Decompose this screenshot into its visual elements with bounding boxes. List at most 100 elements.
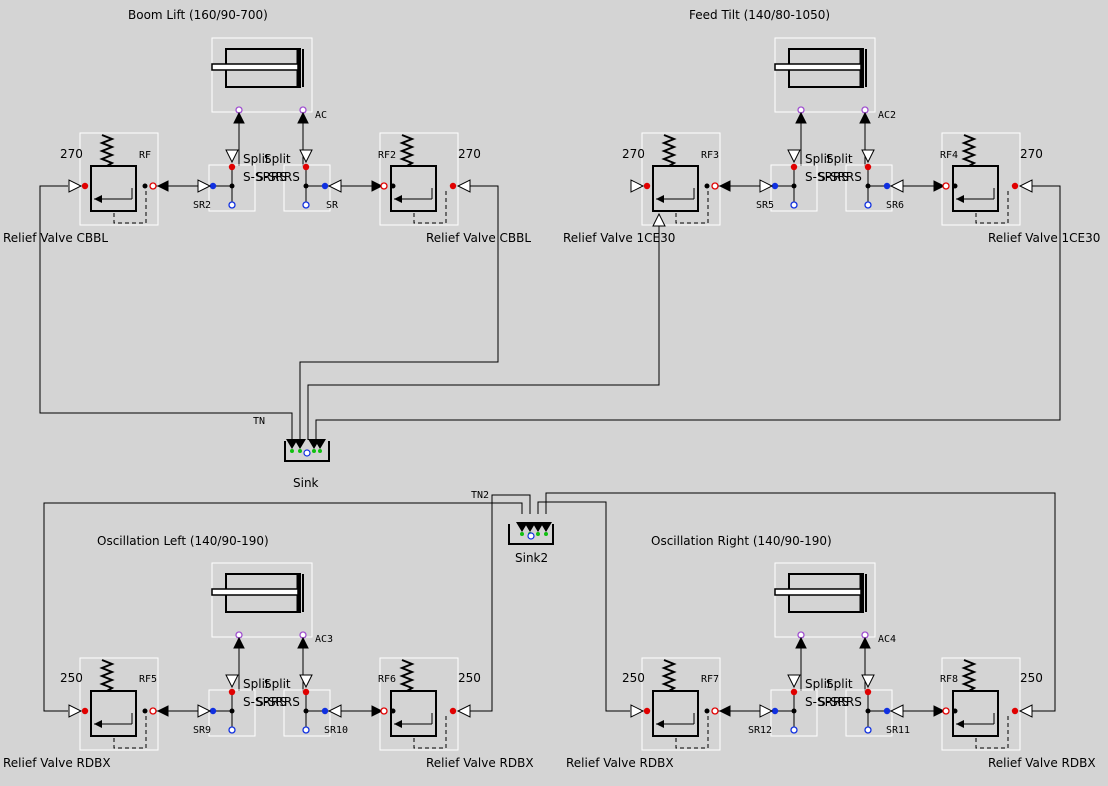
sink-port bbox=[298, 449, 302, 453]
flow-arrow-icon bbox=[718, 705, 731, 717]
flow-arrow-icon bbox=[371, 705, 384, 717]
spring-icon bbox=[399, 134, 415, 167]
relief-valve-8-caption: Relief Valve RDBX bbox=[988, 756, 1096, 770]
relief-valve-6-tag: RF6 bbox=[378, 674, 396, 685]
valve-port bbox=[149, 707, 157, 715]
relief-valve-6-setting: 250 bbox=[458, 671, 481, 685]
split-1-sublabel: S-SRRS bbox=[243, 170, 287, 184]
relief-valve-7-frame bbox=[641, 657, 721, 751]
valve-port bbox=[942, 707, 950, 715]
split-5-tag: SR9 bbox=[193, 725, 211, 736]
split-port-red bbox=[228, 163, 236, 171]
relief-valve-3-tag: RF3 bbox=[701, 150, 719, 161]
relief-valve-6-body bbox=[390, 690, 437, 737]
valve-arrow-icon bbox=[394, 195, 402, 203]
spring-icon bbox=[399, 659, 415, 692]
check-arrow-icon bbox=[630, 704, 645, 718]
split-port-blue bbox=[321, 182, 329, 190]
relief-valve-5-body bbox=[90, 690, 137, 737]
junction-dot bbox=[704, 708, 710, 714]
relief-valve-5-frame bbox=[79, 657, 159, 751]
cylinder-2-title: Feed Tilt (140/80-1050) bbox=[689, 8, 830, 22]
junction-dot bbox=[229, 183, 235, 189]
flow-arrow-icon bbox=[233, 111, 245, 124]
split-port-blue bbox=[302, 726, 310, 734]
relief-valve-1-body bbox=[90, 165, 137, 212]
check-arrow-icon bbox=[197, 704, 212, 718]
relief-valve-7-caption: Relief Valve RDBX bbox=[566, 756, 674, 770]
cylinder-1-tag: AC bbox=[315, 110, 327, 121]
relief-valve-4-body bbox=[952, 165, 999, 212]
split-3-tag: SR5 bbox=[756, 200, 774, 211]
relief-valve-5-setting: 250 bbox=[60, 671, 83, 685]
valve-port-red bbox=[81, 182, 89, 190]
relief-valve-1-tag: RF bbox=[139, 150, 151, 161]
spring-icon bbox=[961, 134, 977, 167]
component-blocks bbox=[68, 37, 1033, 751]
relief-valve-8-body bbox=[952, 690, 999, 737]
relief-valve-2-tag: RF2 bbox=[378, 150, 396, 161]
pilot-line bbox=[975, 713, 1009, 749]
valve-port-red bbox=[643, 707, 651, 715]
cylinder-3-rod bbox=[211, 588, 299, 596]
relief-valve-1-caption: Relief Valve CBBL bbox=[3, 231, 108, 245]
flow-arrow-icon bbox=[233, 636, 245, 649]
sink-inlet-arrow-icon bbox=[294, 439, 306, 449]
valve-arrow-icon bbox=[656, 720, 664, 728]
relief-valve-1-frame bbox=[79, 132, 159, 226]
valve-port-red bbox=[1011, 707, 1019, 715]
cylinder-3-frame bbox=[211, 562, 313, 638]
flow-arrow-icon bbox=[859, 111, 871, 124]
check-arrow-icon bbox=[197, 179, 212, 193]
split-7-label: Split bbox=[805, 677, 832, 691]
valve-arrow-icon bbox=[94, 195, 102, 203]
split-port-red bbox=[864, 688, 872, 696]
sink-tank-icon bbox=[508, 524, 554, 545]
cylinder-4-rod bbox=[774, 588, 862, 596]
spring-icon bbox=[961, 659, 977, 692]
valve-port-red bbox=[643, 182, 651, 190]
cylinder-3-tag: AC3 bbox=[315, 634, 333, 645]
check-arrow-icon bbox=[299, 674, 313, 689]
split-4-tag: SR6 bbox=[886, 200, 904, 211]
sink-inlet-arrow-icon bbox=[540, 522, 552, 532]
split-6-tag: SR10 bbox=[324, 725, 348, 736]
check-arrow-icon bbox=[861, 149, 875, 164]
split-port-blue bbox=[771, 182, 779, 190]
split-port-blue bbox=[228, 726, 236, 734]
split-5-label: Split bbox=[243, 677, 270, 691]
spring-icon bbox=[661, 134, 677, 167]
spring-icon bbox=[661, 659, 677, 692]
split-3-sublabel: S-SRRS bbox=[805, 170, 849, 184]
check-arrow-icon bbox=[1018, 179, 1033, 193]
relief-valve-5-caption: Relief Valve RDBX bbox=[3, 756, 111, 770]
flow-arrow-icon bbox=[795, 111, 807, 124]
junction-dot bbox=[791, 183, 797, 189]
cylinder-4-tag: AC4 bbox=[878, 634, 896, 645]
check-arrow-icon bbox=[759, 704, 774, 718]
spring-icon bbox=[99, 134, 115, 167]
valve-arrow-icon bbox=[956, 720, 964, 728]
split-2-sublabel: S-SRRS bbox=[256, 170, 300, 184]
split-8-label: Split bbox=[826, 677, 853, 691]
split-port-red bbox=[790, 163, 798, 171]
valve-port-red bbox=[81, 707, 89, 715]
split-port-blue bbox=[321, 707, 329, 715]
check-arrow-icon bbox=[327, 179, 342, 193]
split-7-sublabel: S-SRRS bbox=[805, 695, 849, 709]
pilot-line bbox=[675, 188, 709, 224]
flow-arrow-icon bbox=[297, 111, 309, 124]
split-2-tag: SR bbox=[326, 200, 339, 211]
junction-dot bbox=[791, 708, 797, 714]
check-arrow-icon bbox=[787, 674, 801, 689]
return-line-8 bbox=[545, 492, 1056, 712]
sink-1[interactable] bbox=[284, 439, 330, 462]
relief-valve-3-frame bbox=[641, 132, 721, 226]
sink-2-label: Sink2 bbox=[515, 551, 548, 565]
valve-port bbox=[942, 182, 950, 190]
sink-2[interactable] bbox=[508, 522, 554, 545]
relief-valve-8-setting: 250 bbox=[1020, 671, 1043, 685]
flow-arrow-icon bbox=[933, 180, 946, 192]
relief-valve-2-body bbox=[390, 165, 437, 212]
